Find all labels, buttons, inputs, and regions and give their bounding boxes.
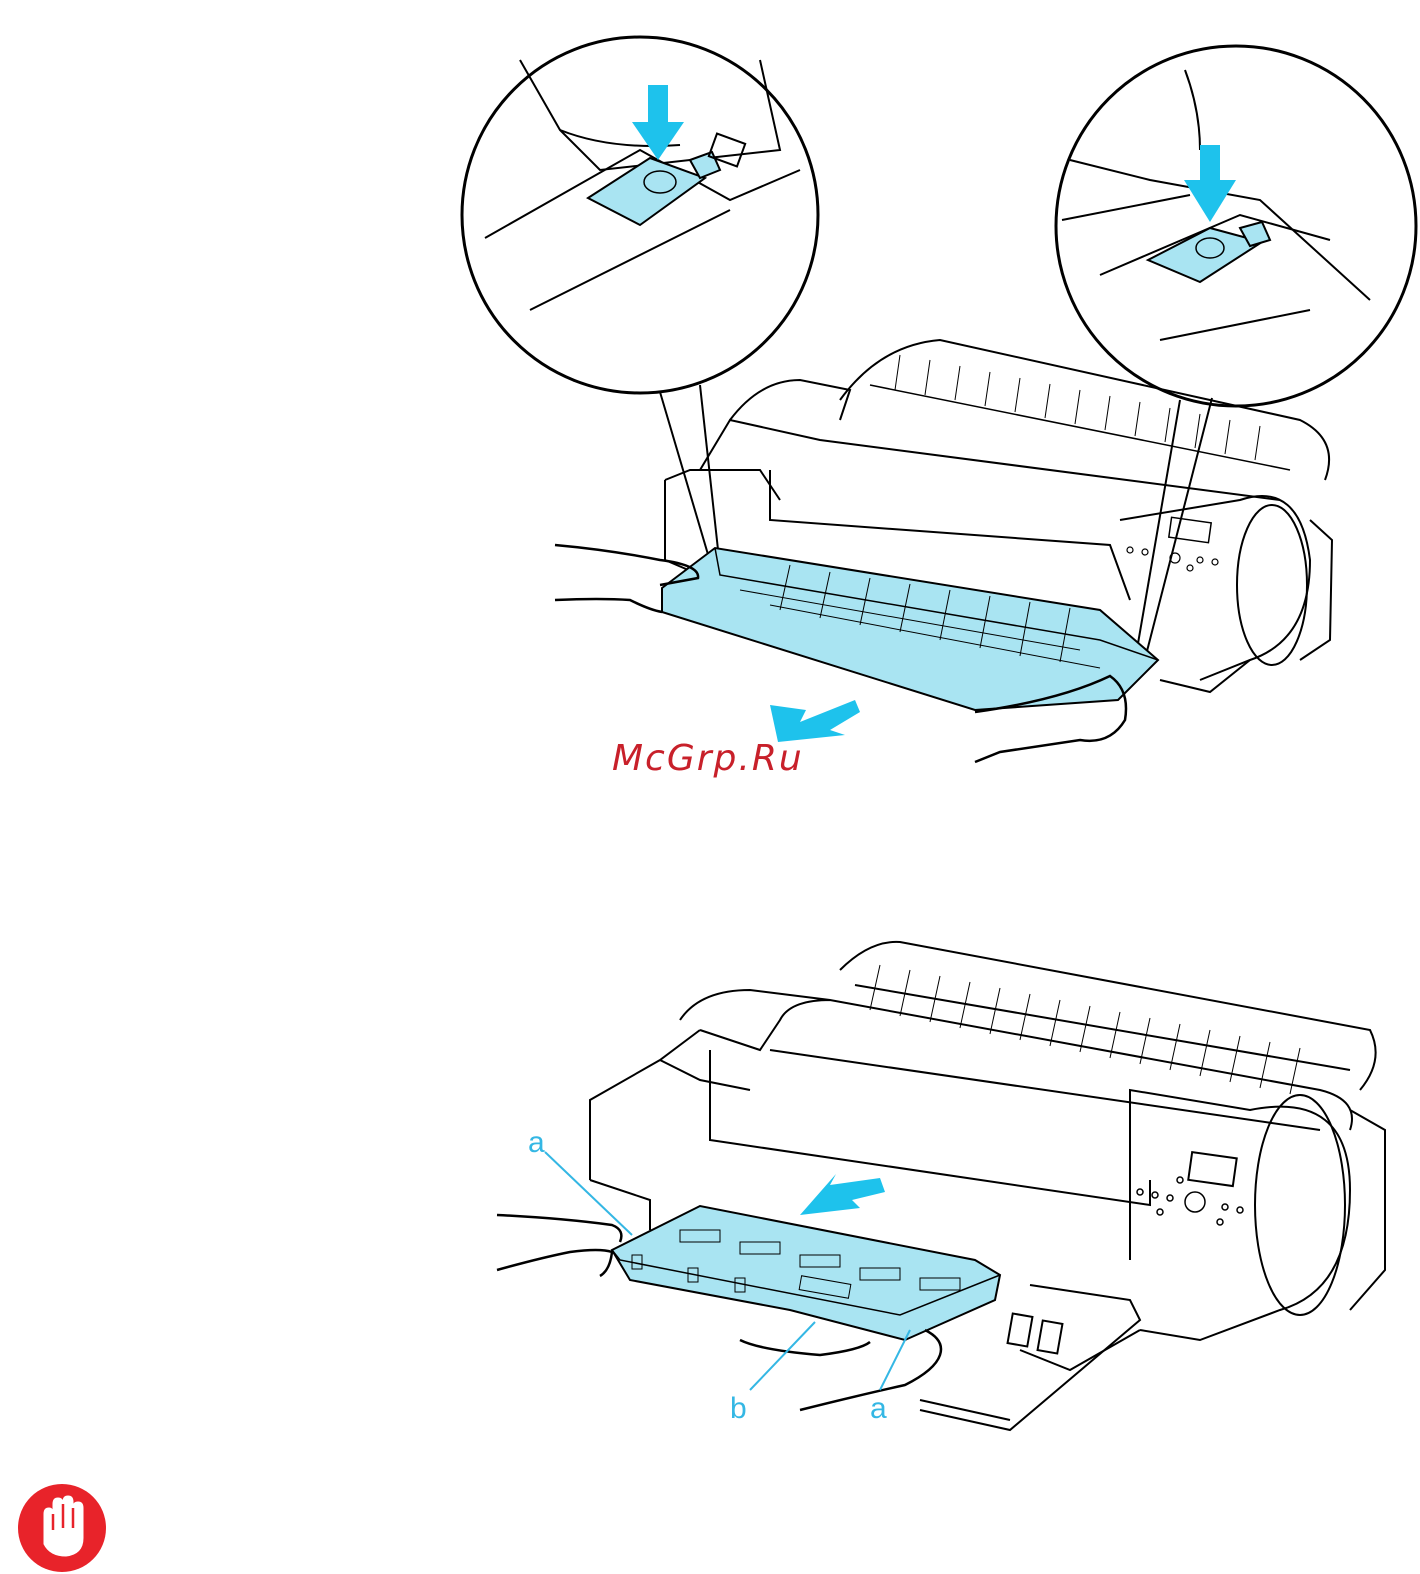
detail-circle-left — [462, 37, 818, 393]
label-b: b — [730, 1392, 747, 1426]
cartridge — [612, 1206, 1000, 1340]
detail-circle-right — [1056, 46, 1416, 406]
printer-illustration-top — [0, 0, 1420, 800]
stop-hand-icon — [14, 1482, 110, 1574]
figure-pull-out-tray — [0, 0, 1420, 800]
insert-arrow-icon — [800, 1174, 885, 1215]
watermark: McGrp.Ru — [612, 738, 804, 779]
printer-illustration-bottom — [0, 930, 1420, 1450]
printer-body-bottom — [590, 942, 1385, 1370]
label-a-left: a — [528, 1126, 545, 1160]
pull-out-arrow-icon — [770, 700, 860, 742]
label-a-right: a — [870, 1392, 887, 1426]
control-panel — [1137, 1177, 1243, 1225]
figure-insert-cartridge — [0, 930, 1420, 1450]
